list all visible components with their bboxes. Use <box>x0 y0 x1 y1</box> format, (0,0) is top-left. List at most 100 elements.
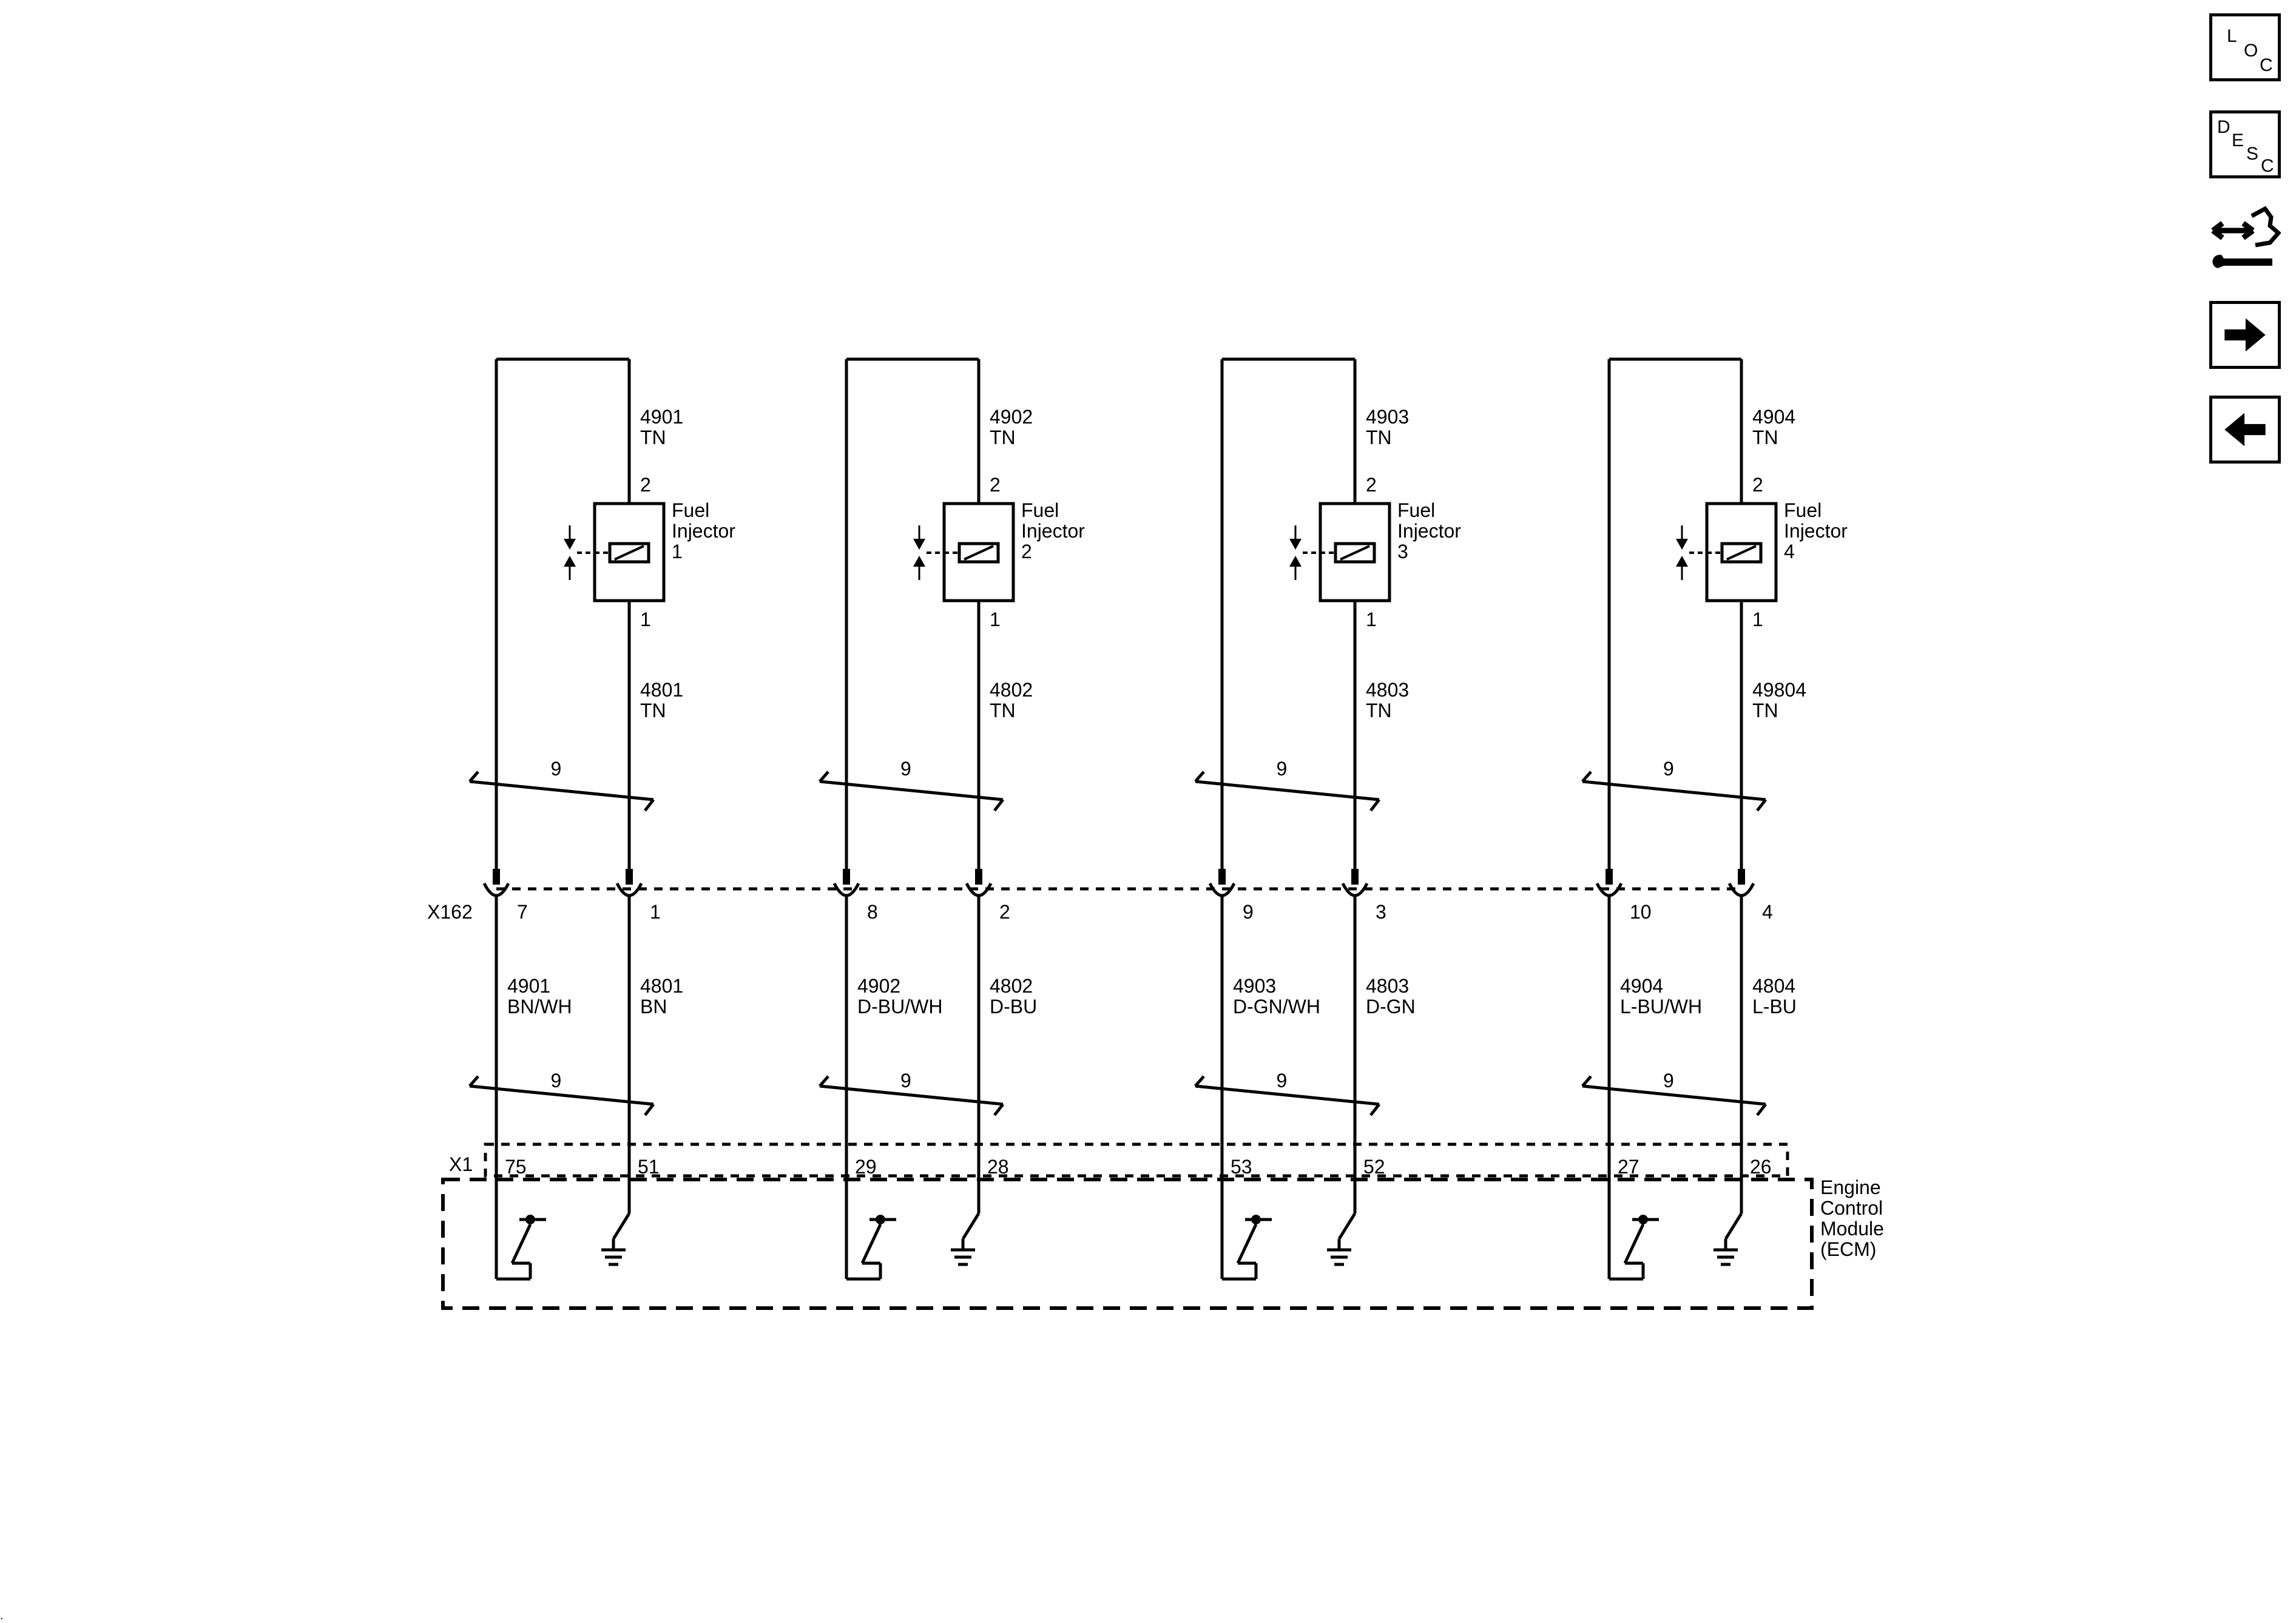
control-circuit-number: 4801 <box>640 679 683 701</box>
injector-coil-slash <box>614 545 644 561</box>
lower-left-circuit-number: 4901 <box>507 975 550 997</box>
loc-letter-c: C <box>2260 55 2273 75</box>
injector-arrow-up <box>1289 556 1302 567</box>
twisted-pair-tick-left <box>1194 771 1205 783</box>
injector-pin-1: 1 <box>1366 609 1377 630</box>
injector-coil-slash <box>1340 545 1370 561</box>
lower-left-circuit-number: 4903 <box>1233 975 1276 997</box>
injector-pin-2: 2 <box>1752 474 1763 496</box>
x162-pin-male <box>843 869 850 885</box>
x162-pin-right-number: 4 <box>1762 901 1773 923</box>
injector-arrow-up <box>564 556 576 567</box>
injector-arrow-down <box>1289 539 1302 550</box>
lower-right-wire-color: L-BU <box>1752 996 1797 1017</box>
loc-button[interactable]: L O C <box>2209 13 2281 81</box>
injector-arrow-up <box>913 556 925 567</box>
ecm-pin-left-number: 29 <box>855 1156 877 1178</box>
x162-pin-male <box>975 869 982 885</box>
twisted-pair-line-lower <box>819 1084 1004 1106</box>
injector-coil-slash <box>1726 545 1757 561</box>
feed-wire-color: TN <box>1366 427 1392 448</box>
x162-pin-male <box>1606 869 1613 885</box>
injector-label-line1: Fuel <box>1021 499 1059 521</box>
lower-right-wire-color: D-GN <box>1366 996 1416 1017</box>
x162-pin-male <box>626 869 633 885</box>
control-wire-color: TN <box>1752 700 1778 721</box>
twisted-pair-count: 9 <box>551 758 562 780</box>
x162-pin-male <box>493 869 500 885</box>
desc-button[interactable]: D E S C <box>2209 110 2281 178</box>
fuel-injector-box <box>942 502 1015 602</box>
injector-label-number: 2 <box>1021 541 1032 562</box>
x162-pin-left-number: 10 <box>1630 901 1652 923</box>
twisted-pair-tick-left <box>819 771 829 783</box>
x1-connector-outline <box>484 1142 1789 1178</box>
injector-label-line2: Injector <box>672 520 735 542</box>
desc-letter-e: E <box>2232 130 2244 150</box>
driver-switch-contact <box>1638 1215 1648 1224</box>
lower-right-circuit-number: 4803 <box>1366 975 1409 997</box>
injector-label-line1: Fuel <box>1784 499 1822 521</box>
injector-arrow-up <box>1676 556 1688 567</box>
ecm-pin-right-number: 52 <box>1363 1156 1385 1178</box>
driver-switch-contact <box>876 1215 885 1224</box>
twisted-pair-line-lower <box>1195 1084 1380 1106</box>
x162-pin-male <box>1738 869 1745 885</box>
injector-label-line2: Injector <box>1784 520 1848 542</box>
twisted-pair-tick-left-lower <box>1194 1075 1205 1087</box>
injector-label-line1: Fuel <box>672 499 709 521</box>
twisted-pair-tick-right <box>644 798 655 812</box>
injector-label-number: 4 <box>1784 541 1795 562</box>
twisted-pair-tick-right <box>1369 798 1380 812</box>
lower-left-wire-color: D-GN/WH <box>1233 996 1320 1017</box>
x162-pin-right-number: 3 <box>1376 901 1386 923</box>
twisted-pair-tick-left-lower <box>1581 1075 1592 1087</box>
injector-pin-1: 1 <box>640 609 651 630</box>
control-wire-color: TN <box>640 700 666 721</box>
driver-switch-blade <box>1236 1223 1258 1264</box>
injector-pin-2: 2 <box>1366 474 1377 496</box>
control-circuit-number: 4802 <box>990 679 1033 701</box>
twisted-pair-line-lower <box>1582 1084 1766 1106</box>
x162-pin-male <box>1218 869 1226 885</box>
twisted-pair-tick-right-lower <box>993 1103 1004 1116</box>
loc-letter-o: O <box>2244 41 2258 61</box>
connector-tool-icon <box>2211 206 2281 268</box>
ecm-pin-left-number: 53 <box>1231 1156 1252 1178</box>
twisted-pair-tick-left-lower <box>819 1075 829 1087</box>
lower-left-circuit-number: 4902 <box>857 975 900 997</box>
lower-right-circuit-number: 4804 <box>1752 975 1795 997</box>
injector-arrow-down <box>1676 539 1688 550</box>
twisted-pair-tick-right-lower <box>1369 1103 1380 1116</box>
lower-left-wire-color: L-BU/WH <box>1620 996 1702 1017</box>
lower-right-circuit-number: 4801 <box>640 975 683 997</box>
feed-circuit-number: 4901 <box>640 406 683 428</box>
lower-left-wire-color: D-BU/WH <box>857 996 942 1017</box>
twisted-pair-line <box>1195 780 1380 801</box>
twisted-pair-tick-right <box>1756 798 1767 812</box>
desc-letter-s: S <box>2246 144 2259 164</box>
lower-left-circuit-number: 4904 <box>1620 975 1663 997</box>
ecm-label-line2: Control <box>1820 1197 1883 1219</box>
x162-pin-female <box>832 882 860 897</box>
low-side-switch-blade <box>612 1212 631 1240</box>
previous-button[interactable] <box>2209 396 2281 464</box>
twisted-pair-tick-right <box>993 798 1004 812</box>
driver-switch-blade <box>860 1223 882 1264</box>
desc-icon: D E S C <box>2212 113 2278 175</box>
twisted-pair-tick-right-lower <box>1756 1103 1767 1116</box>
twisted-pair-count: 9 <box>1663 758 1674 780</box>
injector-pin-2: 2 <box>640 474 651 496</box>
next-button[interactable] <box>2209 301 2281 369</box>
feed-wire-color: TN <box>1752 427 1778 448</box>
ecm-outline <box>441 1178 1814 1310</box>
injector-coil <box>957 542 1000 564</box>
injector-coil <box>608 542 650 564</box>
connector-tool-button[interactable] <box>2209 200 2281 279</box>
